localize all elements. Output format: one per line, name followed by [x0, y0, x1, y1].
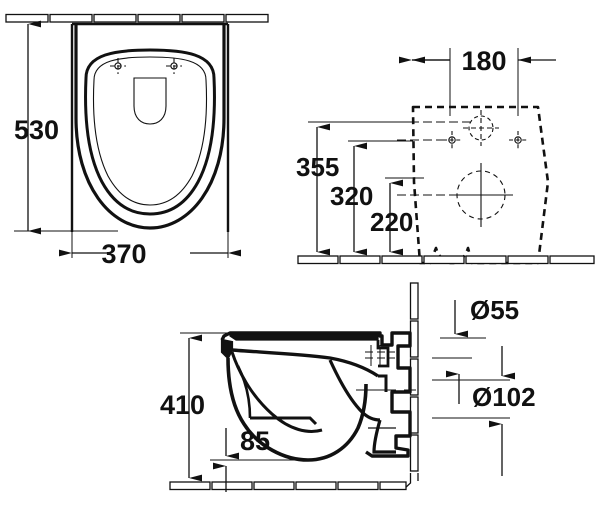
dim-label-220: 220	[370, 207, 413, 237]
flush-inlet-socket	[376, 340, 390, 368]
rim-underside	[231, 348, 379, 378]
trap-shelf	[250, 416, 318, 426]
plan-view-seat	[70, 22, 230, 234]
rear-view-fixing	[397, 105, 550, 265]
dimension-530: 530	[14, 20, 118, 235]
rim-top-band	[229, 333, 379, 341]
dim-label-410: 410	[160, 390, 205, 420]
dim-label-530: 530	[14, 115, 59, 145]
wall-band-middle	[297, 255, 595, 265]
rear-connection-profile	[220, 331, 412, 458]
dim-label-355: 355	[296, 152, 339, 182]
seat-outer-contour	[74, 24, 226, 230]
dim-label-320: 320	[330, 181, 373, 211]
dimension-220: 220	[370, 177, 424, 256]
dimension-370: 370	[59, 231, 241, 269]
rim-front-edge	[220, 338, 234, 360]
wall-band-floor	[169, 481, 407, 491]
dimension-85: 85	[210, 426, 318, 492]
dimension-diameter-102: Ø102	[432, 346, 536, 476]
seat-fixing-hole-right	[166, 58, 182, 74]
bowl-rim-outline	[84, 48, 216, 216]
bowl-inner-wall	[230, 351, 323, 433]
seat-fixing-hole-left	[110, 58, 126, 74]
dimension-180: 180	[399, 46, 556, 116]
dim-label-diameter-55: Ø55	[470, 295, 519, 325]
dim-label-diameter-102: Ø102	[472, 382, 536, 412]
dimension-410: 410	[160, 332, 230, 482]
trap-rear-wall	[328, 359, 381, 422]
dim-label-85: 85	[240, 426, 270, 456]
dimension-355: 355	[296, 121, 413, 256]
dimension-320: 320	[330, 140, 413, 256]
wall-band-top	[5, 13, 269, 23]
outlet-socket-lower	[372, 419, 396, 454]
fixing-hole-left	[443, 131, 461, 149]
fixing-hole-right	[509, 131, 527, 149]
dim-label-180: 180	[461, 46, 506, 76]
dimension-diameter-55: Ø55	[432, 295, 519, 359]
dim-label-370: 370	[101, 239, 146, 269]
side-section-view	[220, 331, 416, 462]
flush-aperture	[133, 77, 167, 125]
outlet-circle-small	[468, 115, 494, 141]
bowl-inner-outline	[92, 56, 208, 206]
